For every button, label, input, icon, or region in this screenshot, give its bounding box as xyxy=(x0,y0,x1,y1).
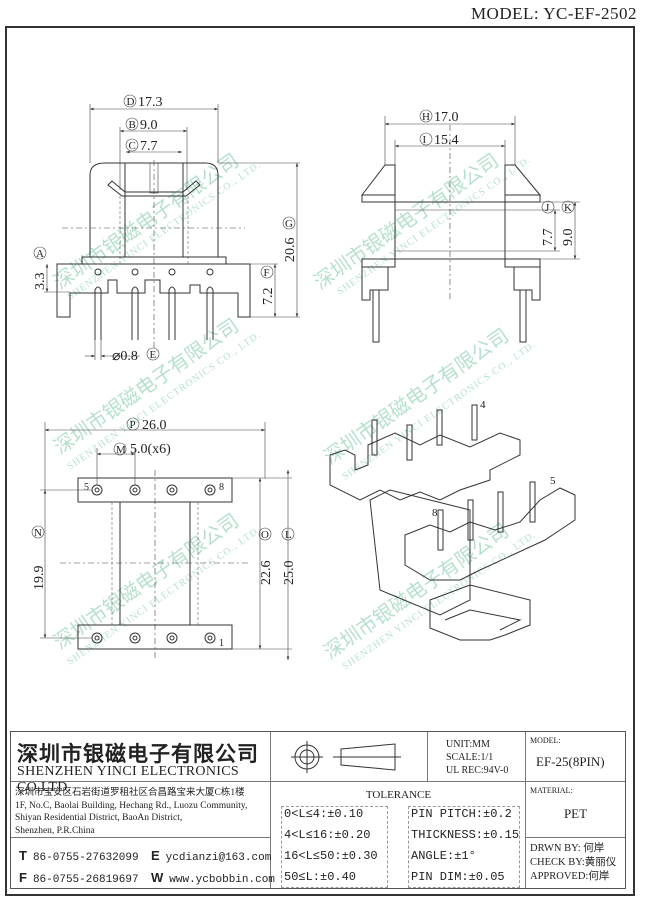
svg-text:17.0: 17.0 xyxy=(434,110,459,125)
model-title: MODEL: YC-EF-2502 xyxy=(470,4,637,23)
address-cn: 深圳市宝安区石岩街道罗租社区合昌路宝来大厦C栋1楼 xyxy=(15,788,245,798)
svg-text:26.0: 26.0 xyxy=(142,418,167,433)
svg-text:H: H xyxy=(422,111,430,123)
material-label: MATERIAL: xyxy=(530,786,573,795)
svg-text:深圳市银磁电子有限公司: 深圳市银磁电子有限公司 xyxy=(310,149,503,294)
svg-text:A: A xyxy=(36,248,44,260)
model-value: EF-25(8PIN) xyxy=(536,754,605,769)
technical-drawing: 深圳市银磁电子有限公司 SHENZHEN YINCI ELECTRONICS C… xyxy=(31,94,580,672)
svg-text:25.0: 25.0 xyxy=(282,561,297,586)
model-cell: MODEL: EF-25(8PIN) xyxy=(526,732,625,782)
third-angle-projection-icon xyxy=(291,741,401,773)
approved-by: APPROVED:何岸 xyxy=(530,871,610,882)
scale-text: SCALE:1/1 xyxy=(446,752,494,763)
svg-text:B: B xyxy=(129,119,136,131)
approval-cell: DRWN BY: 何岸 CHECK BY:黄丽仪 APPROVED:何岸 xyxy=(526,838,625,888)
svg-text:E: E xyxy=(150,349,157,361)
svg-text:7.2: 7.2 xyxy=(261,288,276,306)
svg-text:5: 5 xyxy=(84,482,89,493)
svg-text:L: L xyxy=(285,529,292,541)
svg-text:7.7: 7.7 xyxy=(541,229,556,247)
ul-rec-text: UL REC:94V-0 xyxy=(446,765,509,776)
svg-text:深圳市银磁电子有限公司: 深圳市银磁电子有限公司 xyxy=(50,149,243,294)
drawn-by: DRWN BY: 何岸 xyxy=(530,843,605,854)
svg-text:9.0: 9.0 xyxy=(140,118,158,133)
address-line: Shiyan Residential District, BaoAn Distr… xyxy=(15,813,183,823)
tolerance-ranges: 0<L≤4:±0.10 4<L≤16:±0.20 16<L≤50:±0.30 5… xyxy=(284,807,378,884)
svg-text:15.4: 15.4 xyxy=(434,133,459,148)
svg-text:5.0(x6): 5.0(x6) xyxy=(130,442,171,457)
svg-text:J: J xyxy=(545,202,550,214)
svg-text:9.0: 9.0 xyxy=(561,229,576,247)
front-pins xyxy=(94,268,214,340)
front-view: D 17.3 B 9.0 C 7.7 G 20.6 F 7.2 A 3.3 ⌀0… xyxy=(33,94,300,364)
svg-text:深圳市银磁电子有限公司: 深圳市银磁电子有限公司 xyxy=(50,509,243,654)
svg-text:19.9: 19.9 xyxy=(32,566,47,591)
svg-text:8: 8 xyxy=(219,482,224,493)
svg-text:17.3: 17.3 xyxy=(138,95,163,110)
svg-text:深圳市银磁电子有限公司: 深圳市银磁电子有限公司 xyxy=(320,324,513,469)
side-view: H 17.0 I 15.4 J 7.7 K 9.0 xyxy=(360,109,580,343)
svg-text:8: 8 xyxy=(432,507,438,519)
svg-text:⌀0.8: ⌀0.8 xyxy=(112,349,138,364)
unit-cell: UNIT:MM SCALE:1/1 UL REC:94V-0 xyxy=(428,732,526,782)
svg-text:深圳市银磁电子有限公司: 深圳市银磁电子有限公司 xyxy=(50,314,243,459)
projection-symbol-cell xyxy=(271,732,428,782)
svg-text:G: G xyxy=(285,218,293,230)
svg-text:SHENZHEN YINCI ELECTRONICS CO.: SHENZHEN YINCI ELECTRONICS CO., LTD. xyxy=(335,154,533,297)
svg-text:SHENZHEN YINCI ELECTRONICS CO.: SHENZHEN YINCI ELECTRONICS CO., LTD. xyxy=(65,524,263,667)
svg-text:3.3: 3.3 xyxy=(33,273,48,291)
svg-text:深圳市银磁电子有限公司: 深圳市银磁电子有限公司 xyxy=(320,519,513,664)
svg-text:1: 1 xyxy=(219,638,224,649)
tolerance-title: TOLERANCE xyxy=(365,789,432,801)
svg-text:C: C xyxy=(129,140,136,152)
bottom-view: 5 8 1 P 26.0 M 5.0(x6) N 19.9 O 22.6 L 2… xyxy=(31,417,297,660)
isometric-view: 4 5 8 xyxy=(329,399,576,641)
svg-text:P: P xyxy=(130,419,136,431)
address-cell: 深圳市宝安区石岩街道罗租社区合昌路宝来大厦C栋1楼 1F, No.C, Baol… xyxy=(11,782,271,838)
svg-text:O: O xyxy=(261,529,269,541)
svg-text:SHENZHEN YINCI ELECTRONICS CO.: SHENZHEN YINCI ELECTRONICS CO., LTD. xyxy=(340,529,538,672)
svg-text:I: I xyxy=(423,134,427,146)
svg-text:22.6: 22.6 xyxy=(259,561,274,586)
company-cell: 深圳市银磁电子有限公司 SHENZHEN YINCI ELECTRONICS C… xyxy=(11,732,271,795)
svg-text:K: K xyxy=(564,202,572,214)
svg-text:N: N xyxy=(34,527,42,539)
company-name-cn: 深圳市银磁电子有限公司 xyxy=(17,741,259,766)
svg-text:F: F xyxy=(264,267,270,279)
model-label: MODEL: xyxy=(530,736,561,745)
material-cell: MATERIAL: PET xyxy=(526,782,625,838)
material-value: PET xyxy=(563,806,588,821)
drawing-sheet xyxy=(5,26,635,896)
svg-text:7.7: 7.7 xyxy=(140,139,158,154)
tolerance-cell: TOLERANCE 0<L≤4:±0.10 4<L≤16:±0.20 16<L≤… xyxy=(271,782,526,888)
svg-text:5: 5 xyxy=(550,475,556,487)
svg-text:20.6: 20.6 xyxy=(283,238,298,263)
company-name-en: SHENZHEN YINCI ELECTRONICS CO,LTD. xyxy=(17,764,239,795)
checked-by: CHECK BY:黄丽仪 xyxy=(530,857,617,868)
watermark: 深圳市银磁电子有限公司 SHENZHEN YINCI ELECTRONICS C… xyxy=(50,149,539,672)
svg-text:SHENZHEN YINCI ELECTRONICS CO.: SHENZHEN YINCI ELECTRONICS CO., LTD. xyxy=(65,159,263,302)
svg-text:4: 4 xyxy=(480,399,486,411)
svg-text:M: M xyxy=(116,444,126,456)
tolerance-specs: PIN PITCH:±0.2 THICKNESS:±0.15 ANGLE:±1°… xyxy=(411,807,520,884)
unit-text: UNIT:MM xyxy=(446,739,490,750)
title-block: 深圳市银磁电子有限公司 SHENZHEN YINCI ELECTRONICS C… xyxy=(10,731,626,889)
address-line: Shenzhen, P.R.China xyxy=(15,825,95,836)
address-line: 1F, No.C, Baolai Building, Hechang Rd., … xyxy=(15,800,248,811)
svg-text:D: D xyxy=(127,96,135,108)
